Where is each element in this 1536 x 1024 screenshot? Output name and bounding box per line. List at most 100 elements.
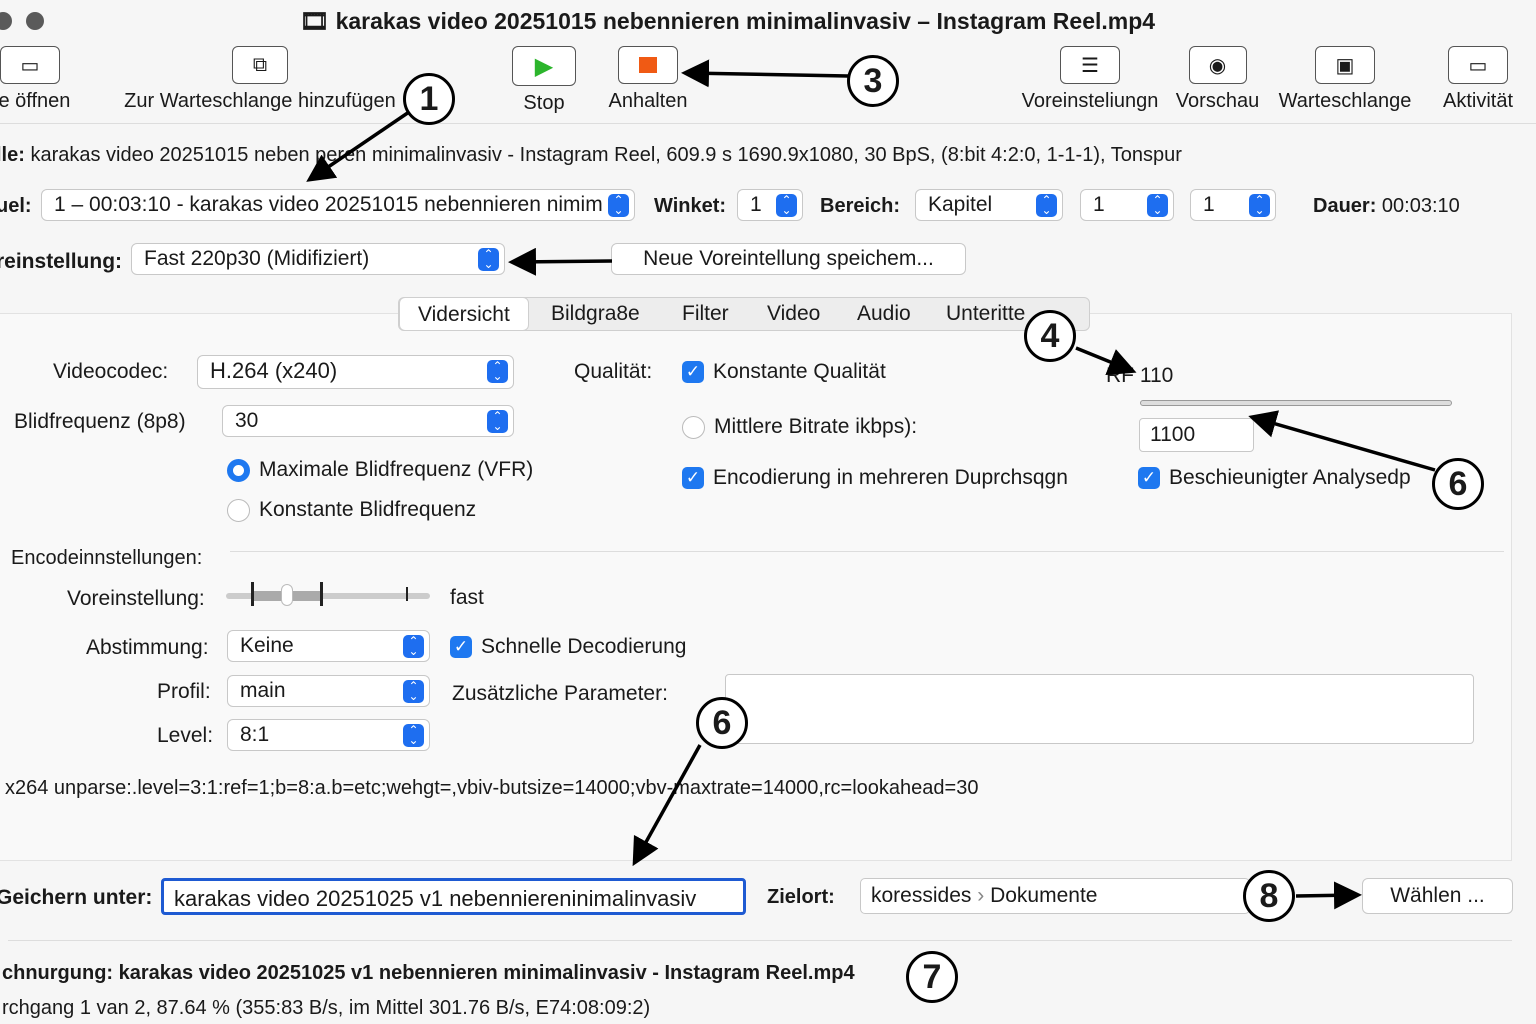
activity-icon: ▭ bbox=[1448, 46, 1508, 84]
stepper-icon: ⌃⌄ bbox=[776, 194, 797, 217]
tab-subtitles[interactable]: Unteritte bbox=[946, 302, 1026, 325]
slider-thumb[interactable] bbox=[281, 584, 293, 606]
title-select[interactable]: 1 – 00:03:10 - karakas video 20251015 ne… bbox=[41, 189, 635, 221]
bitrate-input[interactable]: 1100 bbox=[1139, 418, 1254, 452]
arrow bbox=[306, 108, 413, 182]
codec-value: H.264 (x240) bbox=[210, 358, 338, 383]
stepper-icon: ⌃⌄ bbox=[403, 635, 424, 658]
annotation-marker: 1 bbox=[403, 73, 455, 125]
tab-summary[interactable]: Vidersicht bbox=[399, 297, 529, 331]
label: Voreinsteliungn bbox=[1021, 90, 1159, 112]
window-zoom-button[interactable] bbox=[26, 12, 44, 30]
avg-bitrate-label: Mittlere Bitrate ikbps): bbox=[714, 415, 918, 438]
tab-video[interactable]: Video bbox=[767, 302, 821, 325]
path-segment: Dokumente bbox=[990, 884, 1098, 907]
cfr-radio[interactable]: Konstante Blidfrequenz bbox=[227, 498, 476, 522]
range-type-select[interactable]: Kapitel⌃⌄ bbox=[915, 189, 1063, 221]
checkmark-icon: ✓ bbox=[682, 361, 704, 384]
activity-button[interactable]: ▭Aktivität bbox=[1432, 46, 1524, 113]
preview-icon: ◉ bbox=[1188, 46, 1247, 84]
rf-value: 110 bbox=[1139, 364, 1174, 387]
annotation-marker: 4 bbox=[1024, 310, 1076, 362]
queue-icon: ▣ bbox=[1315, 46, 1375, 84]
quality-slider[interactable] bbox=[1140, 400, 1452, 406]
stepper-icon: ⌃⌄ bbox=[487, 360, 508, 383]
multipass-label: Encodierung in mehreren Duprchsqgn bbox=[713, 466, 1068, 489]
source-label: lle: bbox=[0, 144, 25, 166]
preview-button[interactable]: ◉Vorschau bbox=[1170, 46, 1265, 113]
preset-label: reinstellung: bbox=[0, 250, 123, 273]
label: Warteschlange bbox=[1278, 90, 1412, 112]
stepper-icon: ⌃⌄ bbox=[1147, 194, 1168, 217]
save-as-input[interactable]: karakas video 20251025 v1 nebennierenini… bbox=[161, 878, 746, 915]
stepper-icon: ⌃⌄ bbox=[487, 410, 508, 433]
slider-tick bbox=[406, 587, 408, 601]
annotation-marker: 8 bbox=[1243, 870, 1295, 922]
profile-value: main bbox=[240, 679, 286, 702]
radio-icon bbox=[227, 498, 250, 522]
tab-filters[interactable]: Filter bbox=[682, 302, 729, 325]
cfr-label: Konstante Blidfrequenz bbox=[259, 498, 477, 521]
save-preset-button[interactable]: Neue Voreintellung speichem... bbox=[611, 243, 966, 275]
pause-button[interactable]: Anhalten bbox=[598, 46, 698, 113]
avg-bitrate-radio[interactable]: Mittlere Bitrate ikbps): bbox=[682, 415, 917, 439]
stepper-icon: ⌃⌄ bbox=[403, 680, 424, 703]
multipass-check[interactable]: ✓ Encodierung in mehreren Duprchsqgn bbox=[682, 466, 1068, 490]
turbo-check[interactable]: ✓Beschieunigter Analysedp bbox=[1138, 466, 1411, 490]
tab-audio[interactable]: Audio bbox=[857, 302, 911, 325]
constant-quality-check[interactable]: ✓ Konstante Qualität bbox=[682, 360, 886, 384]
stepper-icon: ⌃⌄ bbox=[608, 194, 629, 217]
label: Zur Warteschlange hinzufügen bbox=[124, 90, 396, 112]
checkmark-icon: ✓ bbox=[1138, 467, 1160, 490]
source-icon: ▭ bbox=[0, 46, 60, 84]
queue-button[interactable]: ▣ Warteschlange bbox=[1272, 46, 1418, 113]
extra-params-input[interactable] bbox=[725, 674, 1474, 744]
preset-value: Fast 220p30 (Midifiziert) bbox=[144, 247, 370, 270]
range-label: Bereich: bbox=[820, 195, 901, 217]
window-close-button[interactable] bbox=[0, 12, 12, 30]
chevron-right-icon: › bbox=[977, 884, 985, 907]
fast-decode-check[interactable]: ✓Schnelle Decodierung bbox=[450, 635, 686, 659]
add-to-queue-button[interactable]: ⧉ Zur Warteschlange hinzufügen bbox=[120, 46, 400, 113]
window-title-text: karakas video 20251015 nebennieren minim… bbox=[335, 8, 1156, 34]
pause-icon bbox=[618, 46, 678, 84]
profile-label: Profil: bbox=[157, 680, 211, 703]
arrow bbox=[1295, 881, 1362, 910]
fps-value: 30 bbox=[235, 409, 259, 432]
title-value: 1 – 00:03:10 - karakas video 20251015 ne… bbox=[54, 193, 603, 216]
range-from-select[interactable]: 1⌃⌄ bbox=[1080, 189, 1174, 221]
open-source-button[interactable]: ▭lle öffnen bbox=[0, 46, 90, 113]
destination-path[interactable]: koressides › Dokumente bbox=[860, 878, 1250, 914]
choose-button[interactable]: Wählen ... bbox=[1362, 878, 1513, 914]
stepper-icon: ⌃⌄ bbox=[478, 248, 499, 271]
vfr-radio[interactable]: Maximale Blidfrequenz (VFR) bbox=[227, 458, 533, 482]
radio-icon bbox=[682, 415, 705, 439]
range-to-select[interactable]: 1⌃⌄ bbox=[1190, 189, 1276, 221]
arrow bbox=[632, 744, 702, 867]
fps-select[interactable]: 30 ⌃⌄ bbox=[222, 405, 514, 437]
codec-select[interactable]: H.264 (x240) ⌃⌄ bbox=[197, 355, 514, 389]
angle-select[interactable]: 1⌃⌄ bbox=[737, 189, 803, 221]
stepper-icon: ⌃⌄ bbox=[1249, 194, 1270, 217]
duration-value: 00:03:10 bbox=[1381, 195, 1460, 217]
checkmark-icon: ✓ bbox=[682, 467, 704, 490]
extra-params-label: Zusätzliche Parameter: bbox=[452, 682, 668, 705]
level-select[interactable]: 8:1⌃⌄ bbox=[227, 719, 430, 751]
profile-select[interactable]: main ⌃⌄ bbox=[227, 675, 430, 707]
add-queue-icon: ⧉ bbox=[232, 46, 288, 84]
label: Anhalten bbox=[608, 90, 688, 112]
constant-quality-label: Konstante Qualität bbox=[713, 360, 886, 383]
tab-dimensions[interactable]: Bildgra8e bbox=[551, 302, 640, 325]
preset-select[interactable]: Fast 220p30 (Midifiziert) ⌃⌄ bbox=[131, 243, 505, 275]
codec-label: Videocodec: bbox=[53, 360, 169, 383]
fps-label: Blidfrequenz (8p8) bbox=[14, 410, 186, 433]
annotation-marker: 3 bbox=[847, 55, 899, 107]
vfr-label: Maximale Blidfrequenz (VFR) bbox=[259, 458, 534, 481]
destination-label: Zielort: bbox=[767, 886, 835, 908]
presets-button[interactable]: ☰Voreinsteliungn bbox=[1015, 46, 1165, 113]
start-button[interactable]: ▶Stop bbox=[504, 46, 584, 115]
tune-select[interactable]: Keine ⌃⌄ bbox=[227, 630, 430, 662]
tune-value: Keine bbox=[240, 634, 294, 657]
speed-slider[interactable] bbox=[226, 582, 430, 606]
